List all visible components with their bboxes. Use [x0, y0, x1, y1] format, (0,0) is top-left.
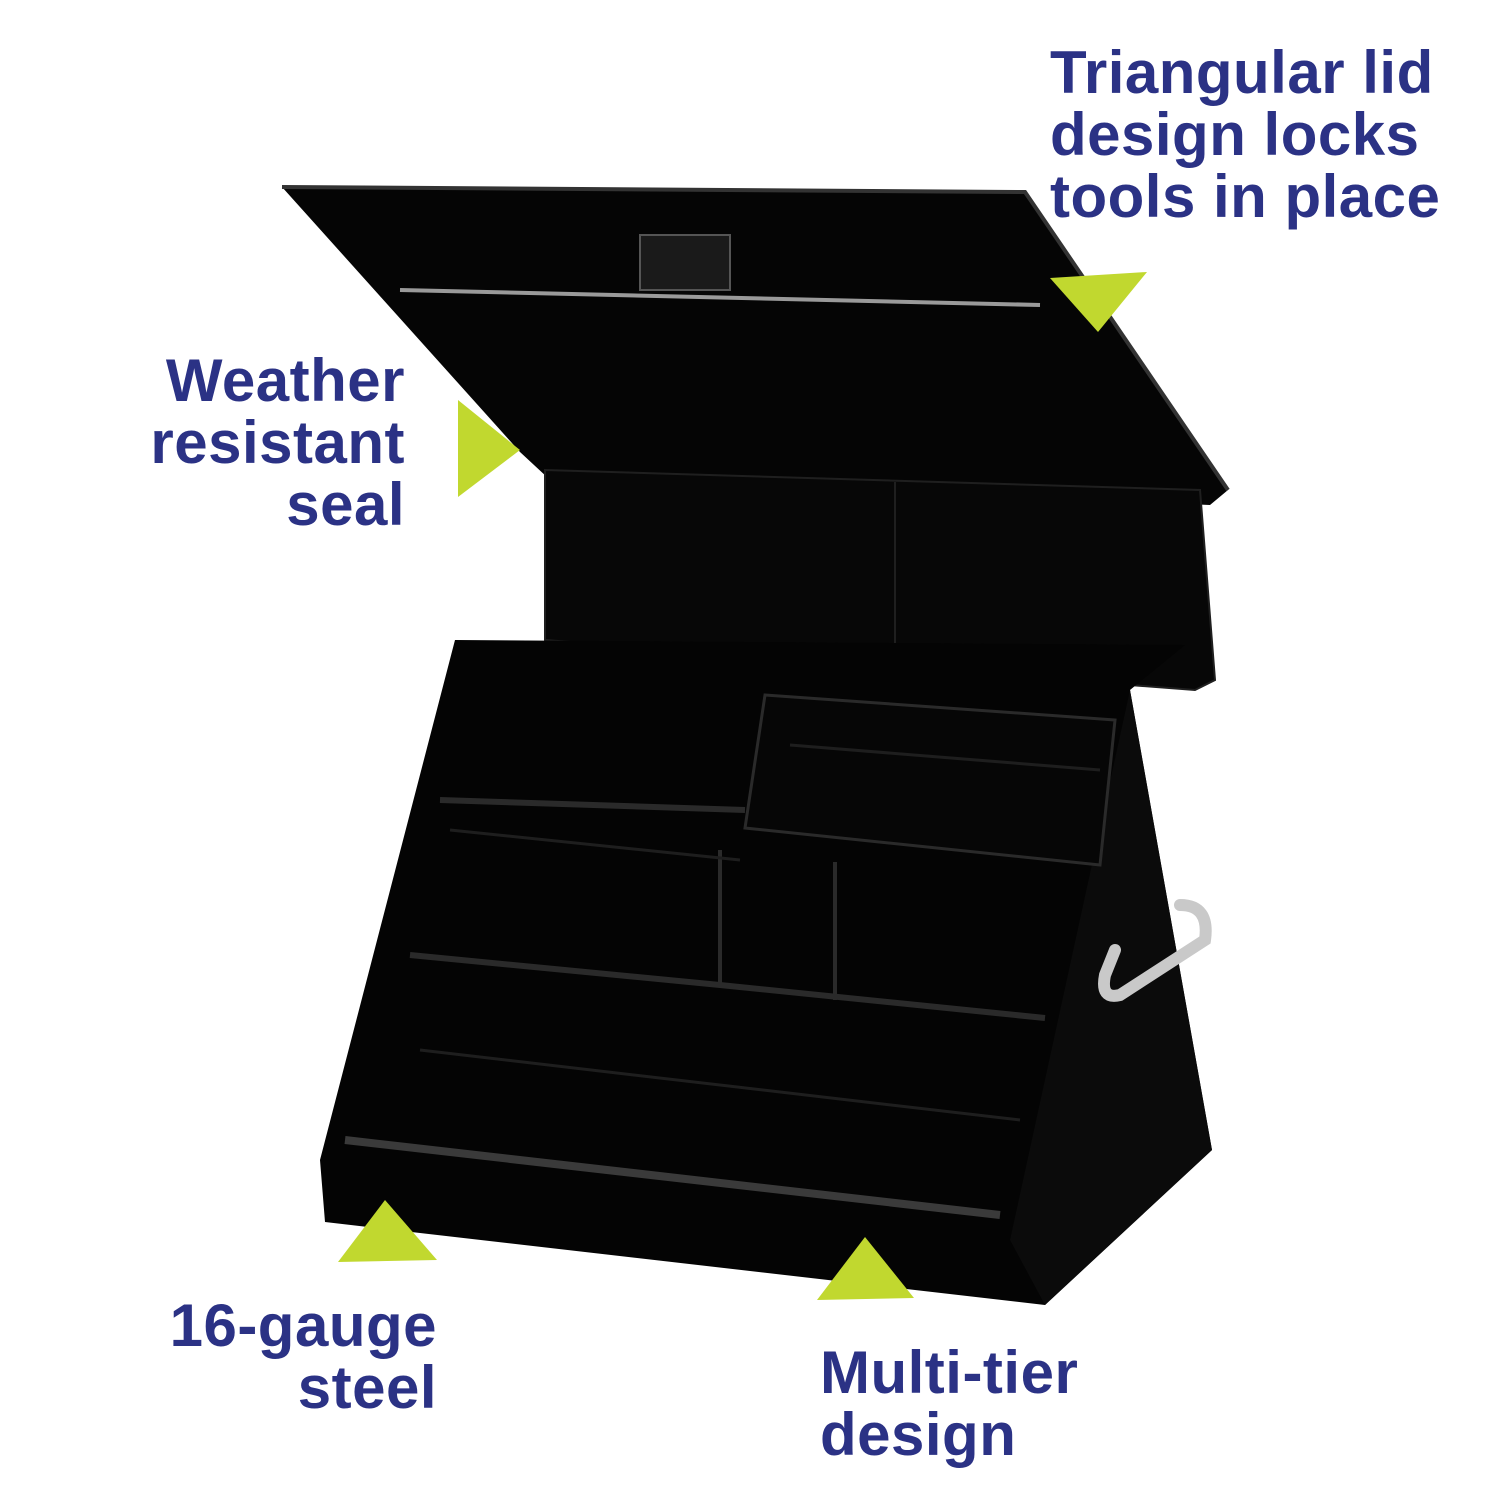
- callout-multi-tier: Multi-tier design: [820, 1342, 1078, 1466]
- callout-line: seal: [286, 471, 405, 538]
- callout-line: steel: [297, 1354, 437, 1421]
- callout-line: design locks: [1050, 101, 1420, 168]
- callout-line: design: [820, 1401, 1017, 1468]
- back-panel: [544, 468, 1217, 692]
- callout-triangular-lid: Triangular lid design locks tools in pla…: [1050, 42, 1440, 228]
- callout-line: tools in place: [1050, 163, 1441, 230]
- arrow-tier: [817, 1237, 914, 1300]
- callout-line: 16-gauge: [169, 1292, 437, 1359]
- lid-latch: [639, 234, 731, 291]
- side-handle: [1098, 899, 1212, 1002]
- callout-weather-seal: Weather resistant seal: [150, 350, 405, 536]
- tool-rack: [419, 743, 1101, 1122]
- tier-top: [439, 797, 746, 813]
- toolbox-lid: [282, 187, 1228, 505]
- arrow-seal: [458, 400, 520, 497]
- front-lip: [344, 1136, 1001, 1219]
- callout-line: Multi-tier: [820, 1339, 1079, 1406]
- callout-line: resistant: [150, 409, 405, 476]
- arrow-lid: [1050, 272, 1147, 332]
- upper-tray: [743, 693, 1117, 867]
- callout-16-gauge-steel: 16-gauge steel: [170, 1295, 437, 1419]
- callout-line: Weather: [165, 347, 405, 414]
- callout-line: Triangular lid: [1050, 39, 1434, 106]
- lid-edge: [281, 185, 1230, 492]
- lid-rod: [399, 288, 1041, 307]
- arrow-steel: [338, 1200, 437, 1262]
